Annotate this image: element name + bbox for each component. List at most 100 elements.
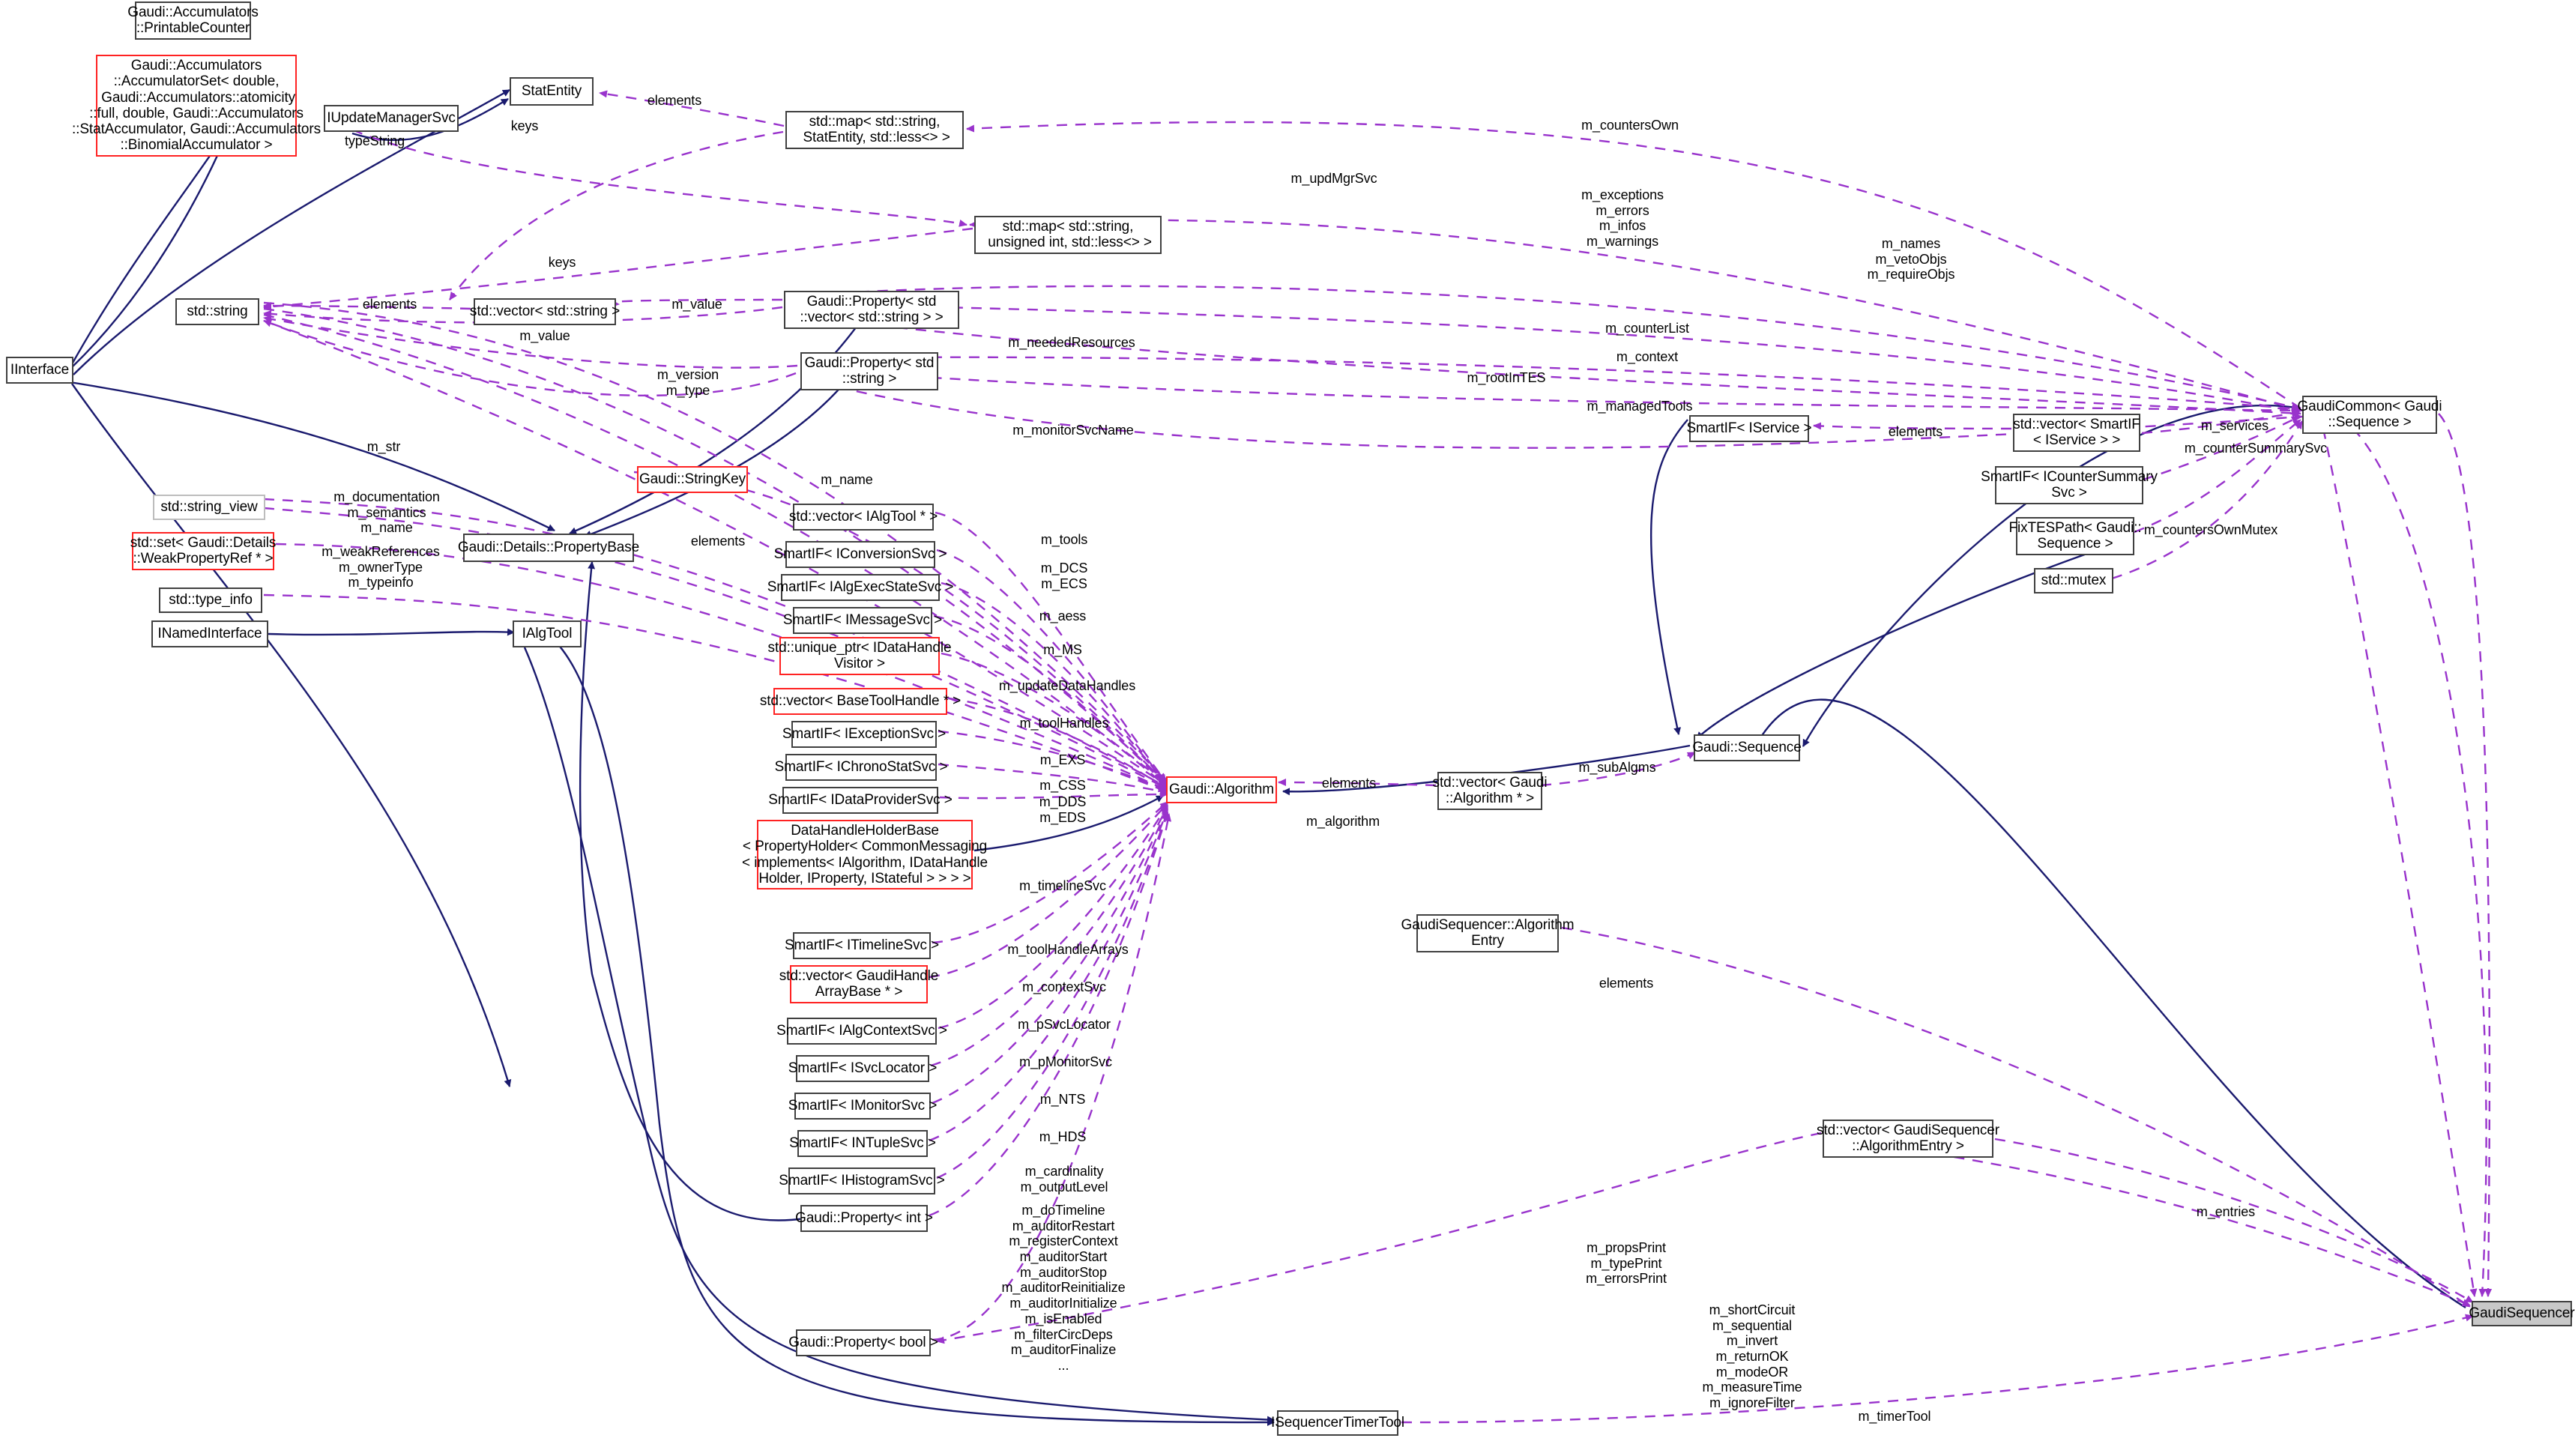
edge-label-l-timelinesvc: m_timelineSvc: [1019, 878, 1106, 893]
class-node-smartif-ialgcontextsvc[interactable]: SmartIF< IAlgContextSvc >: [776, 1018, 947, 1045]
edge-label-l-timertool: m_timerTool: [1858, 1409, 1931, 1424]
class-node-vector-ialgtool[interactable]: std::vector< IAlgTool * >: [789, 504, 938, 531]
class-node-iupdate-manager-svc[interactable]: IUpdateManagerSvc: [324, 105, 459, 132]
edge-label-l-toolhandlearrays: m_toolHandleArrays: [1007, 942, 1129, 957]
class-node-smartif-imessagesvc[interactable]: SmartIF< IMessageSvc >: [783, 607, 942, 634]
edge-label-l-context: m_context: [1616, 349, 1679, 364]
class-node-smartif-iservice[interactable]: SmartIF< IService >: [1686, 415, 1812, 442]
edge-label-l-typestring: typeString: [344, 133, 405, 148]
edge-label-l-m-entries: m_entries: [2196, 1204, 2256, 1219]
edge-label-l-counters-own: m_countersOwn: [1581, 118, 1679, 133]
class-node-property-vector-string[interactable]: Gaudi::Property< std ::vector< std::stri…: [784, 291, 959, 329]
edge-label-l-m-name: m_name: [821, 472, 873, 487]
edge-label-l-countersownmutex: m_countersOwnMutex: [2143, 522, 2278, 537]
class-node-vector-string[interactable]: std::vector< std::string >: [470, 298, 620, 325]
class-node-vector-gaudi-algorithm[interactable]: std::vector< Gaudi ::Algorithm * >: [1433, 772, 1548, 810]
edge-label-l-documentation: m_documentation m_semantics m_name: [333, 489, 440, 536]
class-node-smartif-imonitorsvc[interactable]: SmartIF< IMonitorSvc >: [788, 1093, 937, 1120]
class-node-smartif-ihistogramsvc[interactable]: SmartIF< IHistogramSvc >: [779, 1167, 945, 1194]
edge-label-l-m-tools: m_tools: [1040, 532, 1088, 547]
edge-label-l-m-css: m_CSS: [1039, 778, 1086, 793]
edge-label-l-elements-4: elements: [1321, 776, 1377, 791]
edge-label-l-countersummarysvc: m_counterSummarySvc: [2184, 441, 2328, 456]
class-node-smartif-intuplesvc[interactable]: SmartIF< INTupleSvc >: [789, 1130, 936, 1157]
class-node-std-mutex[interactable]: std::mutex: [2034, 568, 2113, 593]
class-node-stat-entity[interactable]: StatEntity: [510, 77, 594, 106]
edge-label-l-m-value-2: m_value: [519, 328, 570, 343]
edge-label-l-propsprint: m_propsPrint m_typePrint m_errorsPrint: [1586, 1240, 1667, 1287]
edge-label-l-counterlist: m_counterList: [1605, 321, 1689, 336]
edge-label-l-m-value-1: m_value: [671, 297, 722, 312]
class-node-map-statentity[interactable]: std::map< std::string, StatEntity, std::…: [785, 111, 964, 149]
edge-label-l-updatedatahandles: m_updateDataHandles: [998, 678, 1136, 693]
edge-label-l-weakrefs: m_weakReferences m_ownerType m_typeinfo: [322, 544, 440, 590]
class-node-gaudisequencer-algorithmentry[interactable]: GaudiSequencer::Algorithm Entry: [1401, 914, 1575, 952]
class-node-gaudi-stringkey[interactable]: Gaudi::StringKey: [637, 466, 748, 493]
edge-label-l-version-type: m_version m_type: [656, 367, 719, 398]
edge-label-l-managedtools: m_managedTools: [1587, 399, 1693, 414]
class-node-smartif-itimelinesvc[interactable]: SmartIF< ITimelineSvc >: [785, 932, 939, 959]
class-node-std-string[interactable]: std::string: [175, 298, 259, 325]
class-node-set-weakpropertyref[interactable]: std::set< Gaudi::Details ::WeakPropertyR…: [130, 532, 276, 570]
edge-label-l-elements-3: elements: [690, 534, 746, 549]
class-node-std-string-view[interactable]: std::string_view: [153, 495, 265, 520]
class-node-property-int[interactable]: Gaudi::Property< int >: [795, 1205, 933, 1232]
edge-label-l-m-str: m_str: [366, 439, 401, 454]
edge-label-l-m-ms: m_MS: [1043, 642, 1082, 657]
class-node-smartif-isvclocator[interactable]: SmartIF< ISvcLocator >: [788, 1055, 937, 1082]
edge-label-l-elements-2: elements: [362, 297, 417, 312]
edge-label-l-subalgms: m_subAlgms: [1578, 760, 1656, 775]
class-node-fixtespath-sequence[interactable]: FixTESPath< Gaudi:: Sequence >: [2008, 517, 2142, 555]
class-node-iinterface[interactable]: IInterface: [6, 357, 73, 384]
class-node-property-string[interactable]: Gaudi::Property< std ::string >: [800, 352, 938, 390]
edge-label-l-services: m_services: [2200, 418, 2269, 433]
class-node-vector-basetoolhandle[interactable]: std::vector< BaseToolHandle * >: [760, 688, 961, 715]
edge-label-l-rootintes: m_rootInTES: [1467, 370, 1546, 385]
class-node-inamed-interface[interactable]: INamedInterface: [151, 620, 268, 647]
edge-label-l-dds-eds: m_DDS m_EDS: [1039, 794, 1087, 825]
class-node-smartif-idataprovidersvc[interactable]: SmartIF< IDataProviderSvc >: [768, 787, 953, 814]
edge-label-l-dotimeline: m_doTimeline m_auditorRestart m_register…: [1001, 1203, 1126, 1373]
class-node-accumulator-set[interactable]: Gaudi::Accumulators ::AccumulatorSet< do…: [72, 55, 321, 157]
edge-label-l-keys-2: keys: [548, 255, 576, 270]
class-node-vector-gaudihandlearraybase[interactable]: std::vector< GaudiHandle ArrayBase * >: [779, 965, 938, 1003]
edge-label-l-m-hds: m_HDS: [1039, 1129, 1087, 1144]
edge-label-l-elements-1: elements: [647, 93, 702, 108]
class-node-datahandleholderbase[interactable]: DataHandleHolderBase < PropertyHolder< C…: [742, 820, 988, 890]
edge-label-l-dcs-ecs: m_DCS m_ECS: [1040, 561, 1088, 591]
edge-label-l-updmgrsvc: m_updMgrSvc: [1290, 171, 1377, 186]
edge-label-l-psvclocator: m_pSvcLocator: [1018, 1017, 1111, 1032]
edge-label-l-names: m_names m_vetoObjs m_requireObjs: [1867, 236, 1955, 283]
class-node-map-uint[interactable]: std::map< std::string, unsigned int, std…: [974, 216, 1162, 254]
edge-label-l-pmonitorsvc: m_pMonitorSvc: [1019, 1054, 1112, 1069]
edge-label-l-cardinality: m_cardinality m_outputLevel: [1020, 1164, 1108, 1194]
edge-label-l-exceptions: m_exceptions m_errors m_infos m_warnings: [1581, 187, 1664, 250]
class-node-gaudi-sequence[interactable]: Gaudi::Sequence: [1692, 734, 1802, 761]
class-node-gaudisequencer[interactable]: GaudiSequencer: [2469, 1301, 2575, 1326]
class-node-gaudicommon-sequence[interactable]: GaudiCommon< Gaudi ::Sequence >: [2297, 396, 2442, 434]
class-node-smartif-iexceptionsvc[interactable]: SmartIF< IExceptionSvc >: [782, 721, 946, 748]
edge-label-l-toolhandles: m_toolHandles: [1019, 716, 1109, 731]
class-node-property-base[interactable]: Gaudi::Details::PropertyBase: [458, 534, 639, 562]
class-node-ialgtool[interactable]: IAlgTool: [513, 620, 582, 647]
class-node-isequencer-timertool[interactable]: ISequencerTimerTool: [1271, 1410, 1404, 1436]
class-node-printable-counter[interactable]: Gaudi::Accumulators ::PrintableCounter: [127, 1, 259, 40]
class-node-smartif-ichronostatsvc[interactable]: SmartIF< IChronoStatSvc >: [775, 754, 948, 781]
edge-label-l-m-exs: m_EXS: [1039, 752, 1086, 767]
class-node-smartif-ialgexecstatesvc[interactable]: SmartIF< IAlgExecStateSvc >: [767, 574, 953, 601]
class-node-std-type-info[interactable]: std::type_info: [159, 587, 262, 613]
edge-label-l-shortcircuit: m_shortCircuit m_sequential m_invert m_r…: [1702, 1302, 1802, 1411]
class-node-uniqueptr-idatahandlevisitor[interactable]: std::unique_ptr< IDataHandle Visitor >: [768, 637, 952, 675]
class-node-property-bool[interactable]: Gaudi::Property< bool >: [788, 1329, 938, 1356]
class-node-gaudi-algorithm[interactable]: Gaudi::Algorithm: [1166, 776, 1277, 803]
class-node-vector-smartif-iservice[interactable]: std::vector< SmartIF < IService > >: [2013, 414, 2140, 452]
class-node-vector-gaudisequencer-entry[interactable]: std::vector< GaudiSequencer ::AlgorithmE…: [1817, 1120, 1999, 1158]
edge-label-l-elements-6: elements: [1599, 976, 1654, 991]
edge-label-l-monitorsvcname: m_monitorSvcName: [1012, 423, 1134, 438]
class-node-smartif-iconversionsvc[interactable]: SmartIF< IConversionSvc >: [774, 541, 947, 568]
edge-label-l-m-aess: m_aess: [1039, 608, 1087, 623]
class-node-smartif-icountersummarysvc[interactable]: SmartIF< ICounterSummary Svc >: [1981, 466, 2158, 504]
edge-label-l-m-nts: m_NTS: [1039, 1092, 1086, 1107]
